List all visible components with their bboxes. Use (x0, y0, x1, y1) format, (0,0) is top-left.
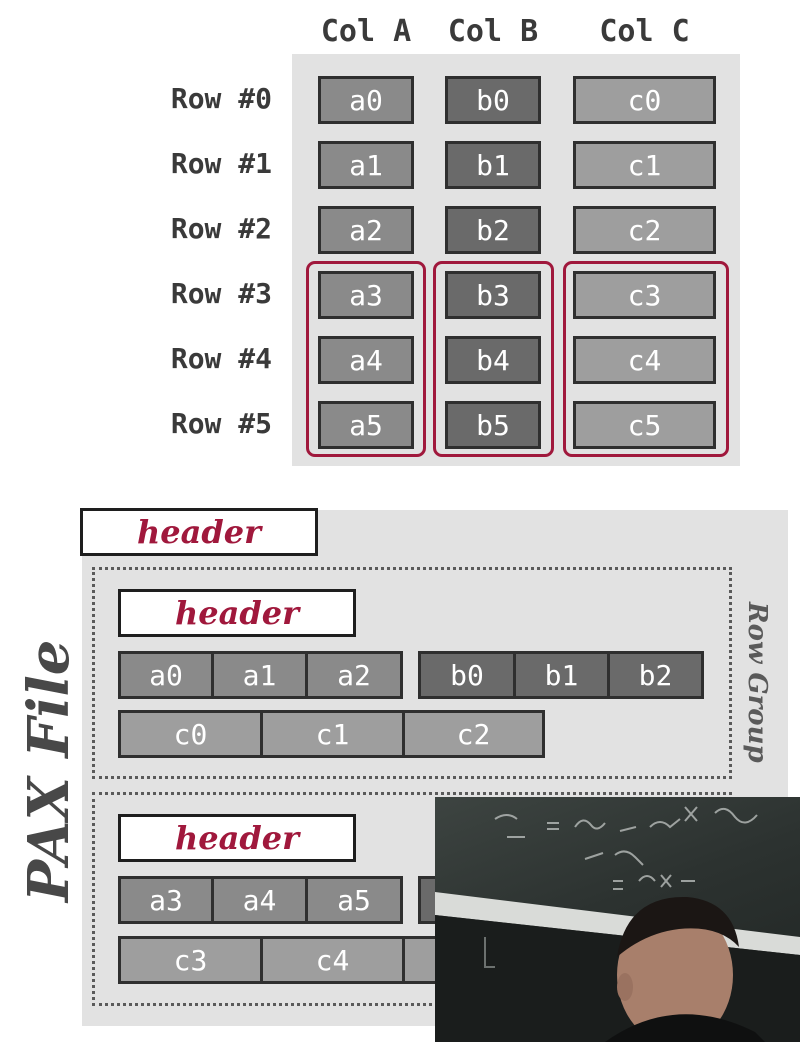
cell-a: a2 (318, 206, 414, 254)
chalkboard-scene-image (435, 806, 800, 1042)
cell-b: b2 (445, 206, 541, 254)
cell-c: c4 (573, 336, 716, 384)
cell-a: a0 (318, 76, 414, 124)
pax-cell-b: b0 (418, 651, 516, 699)
pax-cell-a: a1 (211, 651, 308, 699)
pax-cell-a: a4 (211, 876, 308, 924)
row-group-highlight-col-b (433, 261, 554, 457)
pax-cell-a: a3 (118, 876, 214, 924)
pax-cell-c: c1 (260, 710, 405, 758)
cell-b: b0 (445, 76, 541, 124)
pax-cell-a: a2 (305, 651, 403, 699)
cell-b: b3 (445, 271, 541, 319)
row-label: Row #1 (170, 147, 272, 180)
row-label: Row #0 (170, 82, 272, 115)
cell-c: c2 (573, 206, 716, 254)
column-header-b: Col B (447, 14, 539, 49)
pax-cell-c: c4 (260, 936, 405, 984)
cell-b: b5 (445, 401, 541, 449)
cell-b: b1 (445, 141, 541, 189)
pax-cell-b: b2 (607, 651, 704, 699)
row-label: Row #5 (170, 407, 272, 440)
pax-file-label: PAX File (16, 639, 82, 902)
cell-a: a4 (318, 336, 414, 384)
row-group-highlight-col-a (306, 261, 426, 457)
cell-b: b4 (445, 336, 541, 384)
column-header-a: Col A (320, 14, 412, 49)
pax-cell-b: b1 (513, 651, 610, 699)
cell-c: c3 (573, 271, 716, 319)
cell-c: c1 (573, 141, 716, 189)
pax-file-header: header (80, 508, 318, 556)
row-group-1 (92, 567, 732, 779)
pax-cell-c: c0 (118, 710, 263, 758)
cell-a: a1 (318, 141, 414, 189)
cell-a: a3 (318, 271, 414, 319)
pax-cell-c: c3 (118, 936, 263, 984)
row-label: Row #3 (170, 277, 272, 310)
pax-cell-a: a0 (118, 651, 214, 699)
cell-c: c5 (573, 401, 716, 449)
row-group-highlight-col-c (563, 261, 729, 457)
row-label: Row #4 (170, 342, 272, 375)
row-group-header: header (118, 814, 356, 862)
row-group-header: header (118, 589, 356, 637)
column-header-c: Col C (599, 14, 690, 49)
cell-c: c0 (573, 76, 716, 124)
pax-cell-c: c2 (402, 710, 545, 758)
webcam-video-overlay (435, 797, 800, 1042)
pax-cell-a: a5 (305, 876, 403, 924)
row-group-label: Row Group (742, 602, 772, 763)
cell-a: a5 (318, 401, 414, 449)
row-label: Row #2 (170, 212, 272, 245)
